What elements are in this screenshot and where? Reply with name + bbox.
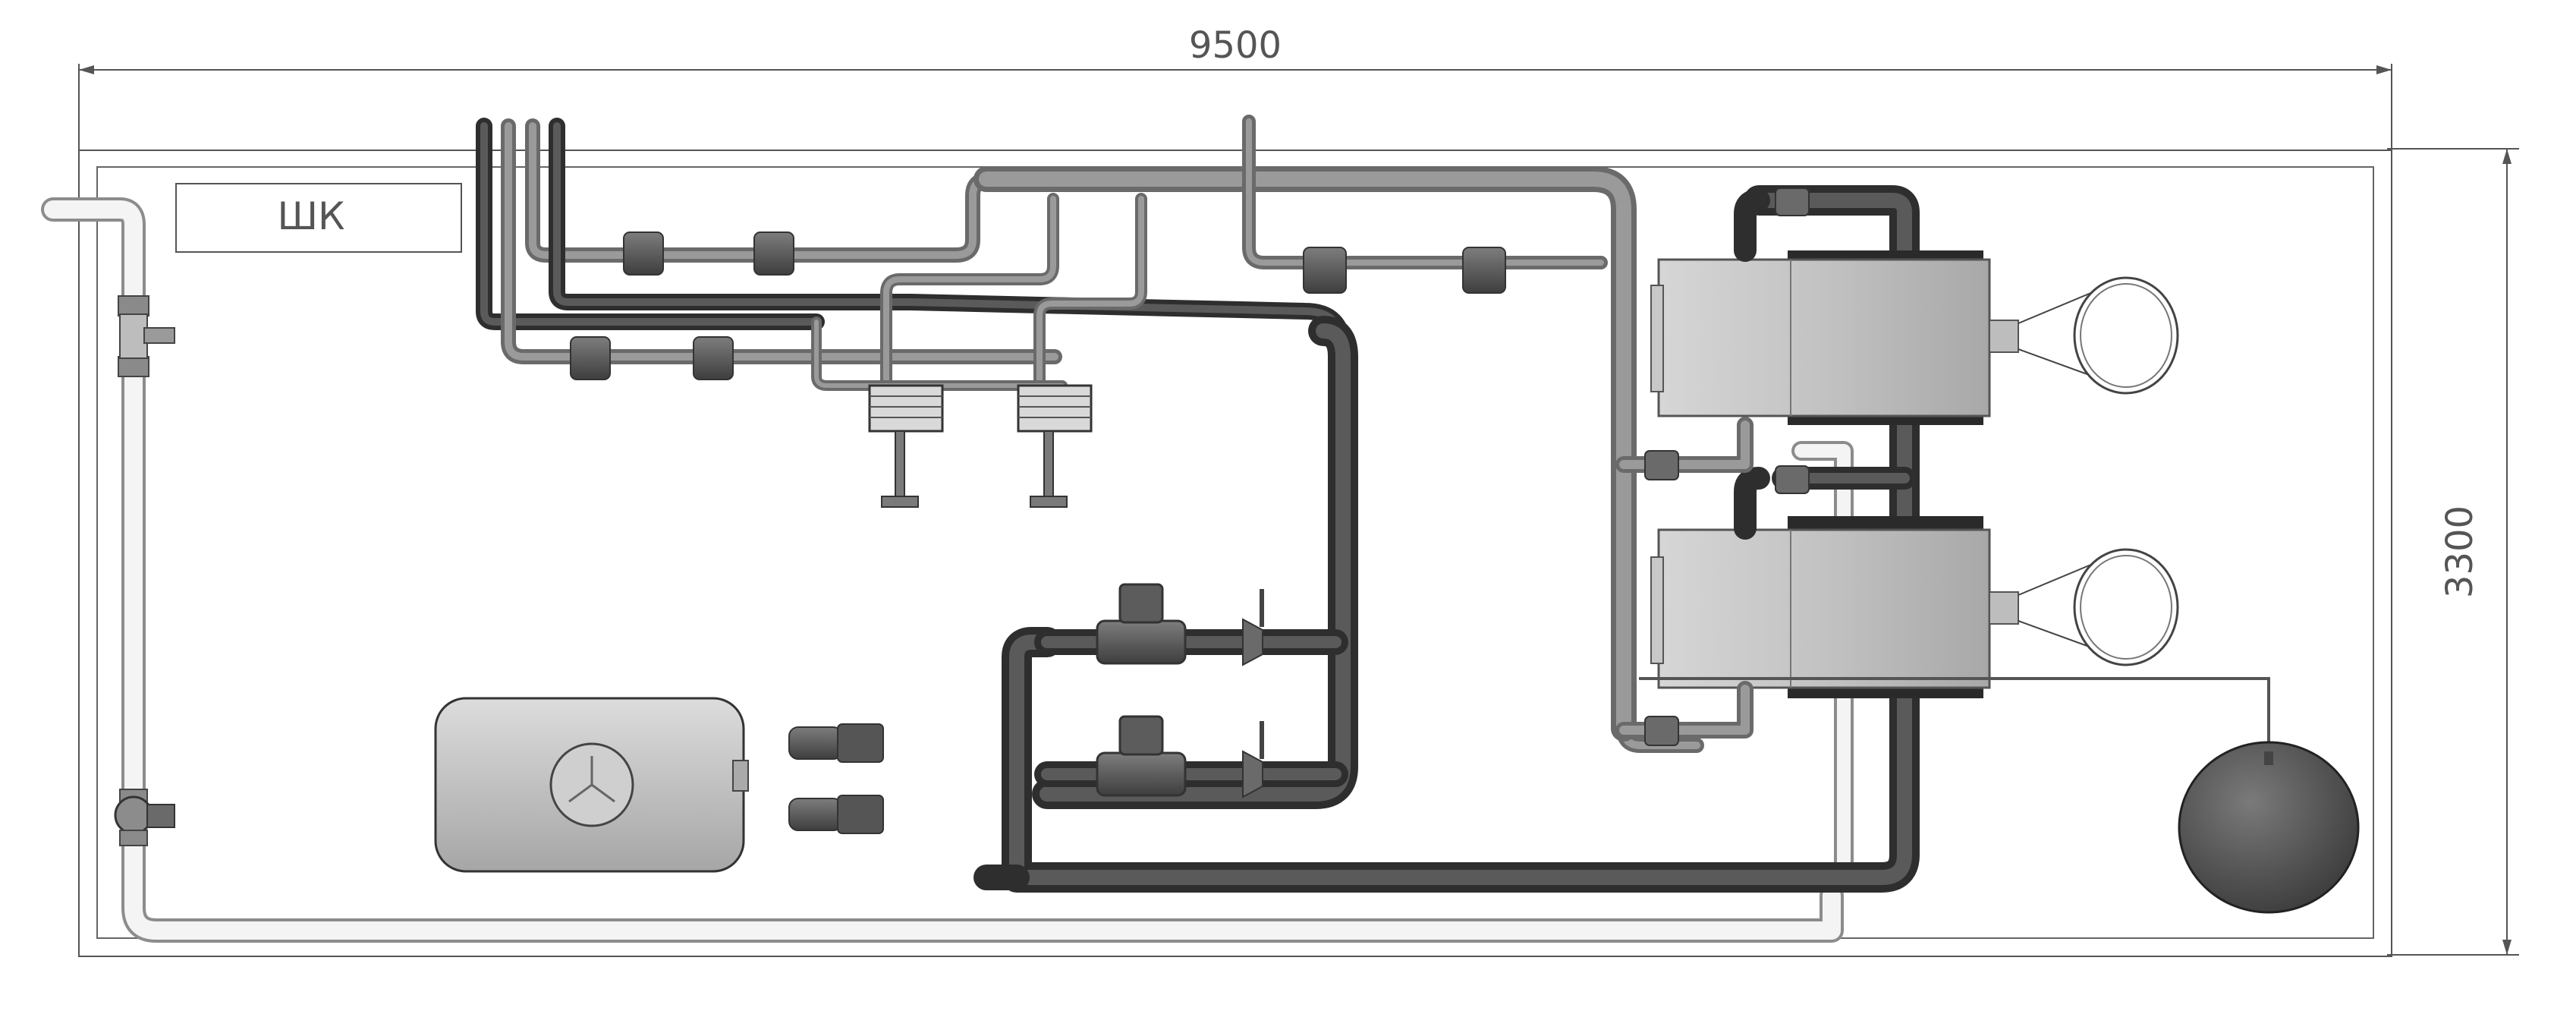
pump-icon [1303,247,1347,294]
expansion-tank [2178,741,2360,914]
solenoid-valve-lower [1096,715,1264,798]
pump-group-upper [570,231,1506,380]
pump-icon [1462,247,1506,294]
burner-fan-icon [2073,276,2179,395]
room-outline [78,150,2392,957]
control-cabinet: ШК [175,183,462,253]
feed-pumps [788,723,884,834]
dimension-height: 3300 [2387,148,2519,956]
boiler-lower [1650,516,2179,698]
gas-filter-lower [114,789,175,846]
dimension-width: 9500 [78,24,2392,150]
pump-icon [570,336,611,380]
plate-heat-exchanger-1 [868,384,944,508]
burner-fan-icon [2073,548,2179,666]
dimension-width-label: 9500 [1189,24,1282,67]
control-cabinet-label: ШК [278,194,345,238]
heating-return-pipes [973,185,1920,893]
gas-valve-upper [118,295,175,377]
plate-heat-exchanger-2 [1017,384,1093,508]
gas-pipeline [41,197,1854,943]
dimension-height-label: 3300 [2439,506,2481,598]
pump-icon [623,231,664,276]
boiler-connection-pipes [1615,187,2270,751]
pump-icon [753,231,794,276]
storage-tank [434,697,749,873]
pump-icon [693,336,734,380]
solenoid-valve-upper [1096,583,1264,666]
boiler-upper [1650,250,2179,425]
heating-supply-pipes [476,115,1704,804]
